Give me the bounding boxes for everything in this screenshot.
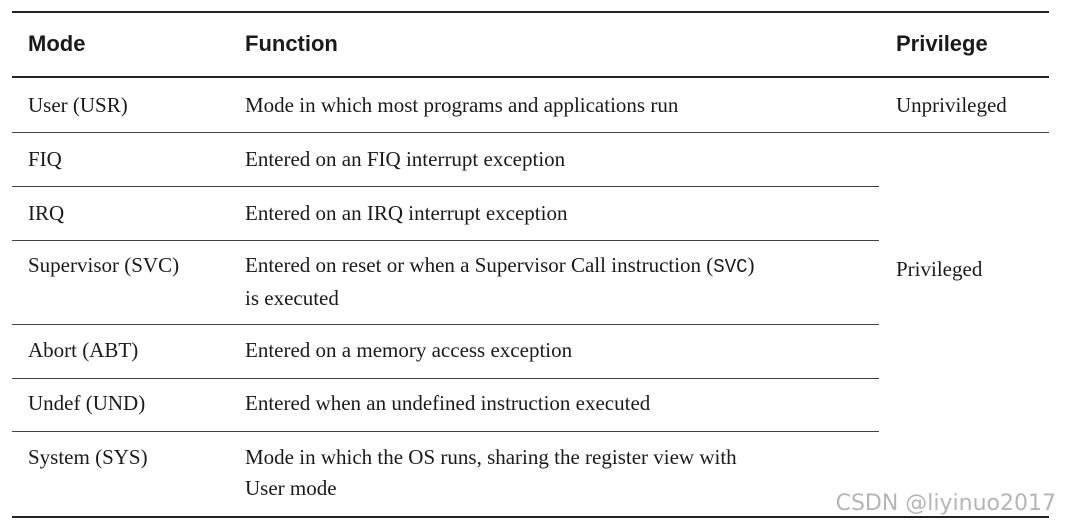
function-text-line2: is executed	[245, 286, 339, 310]
function-text: )	[747, 253, 755, 277]
function-cell: Mode in which most programs and applicat…	[245, 93, 679, 117]
mode-cell: Supervisor (SVC)	[28, 253, 180, 277]
function-cell: Entered on an IRQ interrupt exception	[245, 201, 568, 225]
svc-code: SVC	[713, 256, 748, 278]
header-mode: Mode	[28, 31, 86, 56]
mode-cell: IRQ	[28, 201, 65, 225]
function-text-line2: User mode	[245, 476, 337, 500]
header-privilege: Privilege	[896, 31, 988, 56]
mode-cell: FIQ	[28, 147, 62, 171]
privilege-unprivileged: Unprivileged	[896, 93, 1007, 117]
privilege-privileged: Privileged	[896, 257, 983, 281]
mode-cell: System (SYS)	[28, 445, 148, 469]
row-divider	[12, 431, 879, 432]
function-cell: Entered when an undefined instruction ex…	[245, 391, 651, 415]
row-divider	[12, 186, 879, 187]
function-text: Mode in which the OS runs, sharing the r…	[245, 445, 737, 469]
function-text: Entered on reset or when a Supervisor Ca…	[245, 253, 714, 277]
row-divider	[12, 378, 879, 379]
modes-table: Mode Function Privilege User (USR) Mode …	[12, 11, 1049, 518]
watermark: CSDN @liyinuo2017	[835, 491, 1056, 516]
function-cell: Entered on reset or when a Supervisor Ca…	[245, 250, 875, 314]
row-divider	[12, 240, 879, 241]
table-bottom-rule	[12, 516, 1049, 518]
table-top-rule	[12, 11, 1049, 13]
table-header-row: Mode Function Privilege	[12, 13, 1049, 78]
mode-cell: Abort (ABT)	[28, 338, 139, 362]
row-divider	[12, 324, 879, 325]
mode-cell: User (USR)	[28, 93, 128, 117]
row-divider	[12, 132, 1049, 133]
mode-cell: Undef (UND)	[28, 391, 146, 415]
function-cell: Mode in which the OS runs, sharing the r…	[245, 442, 875, 504]
function-cell: Entered on an FIQ interrupt exception	[245, 147, 566, 171]
header-function: Function	[245, 31, 338, 56]
function-cell: Entered on a memory access exception	[245, 338, 573, 362]
